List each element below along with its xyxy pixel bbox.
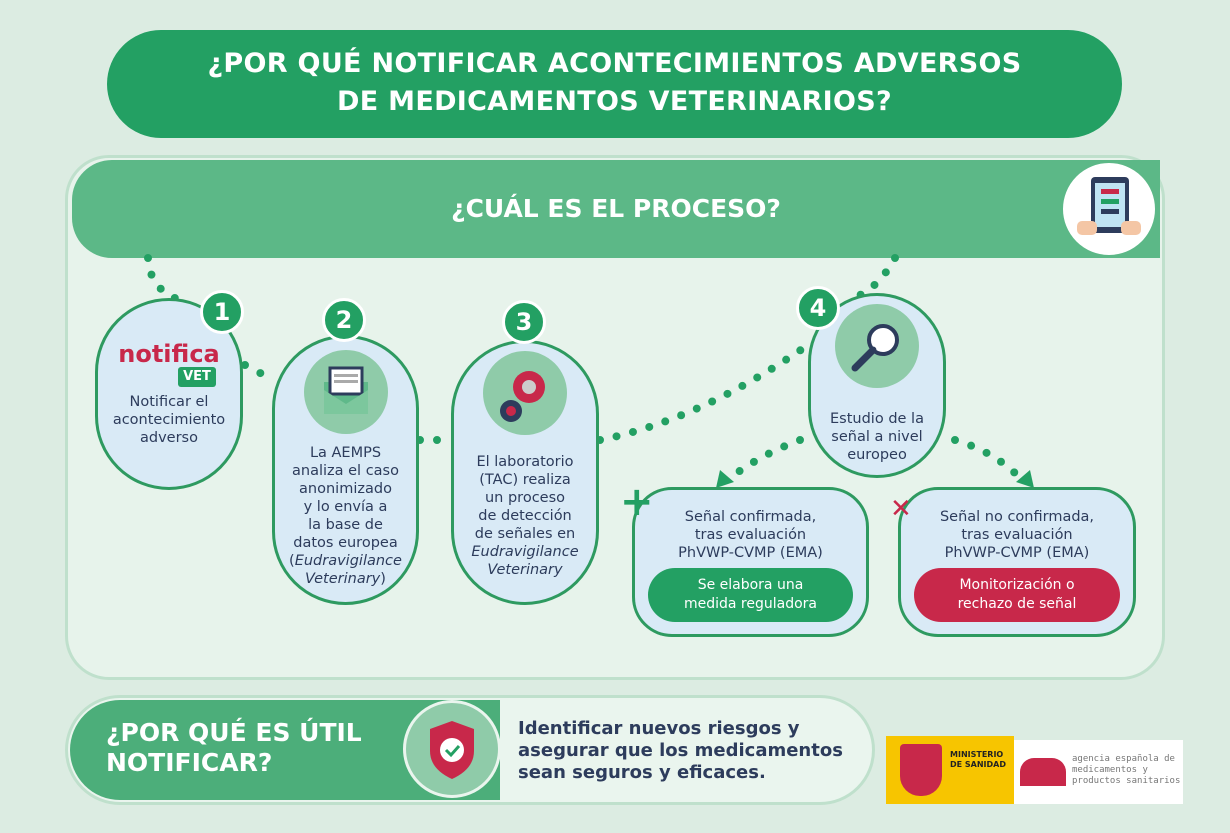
outcome-text: PhVWP-CVMP (EMA): [678, 545, 823, 561]
outcome-result-text: medida reguladora: [683, 596, 818, 612]
step-text: y lo envía a: [303, 499, 388, 515]
step-text-italic: Veterinary: [305, 571, 381, 587]
usefulness-heading-line: ¿POR QUÉ ES ÚTIL: [106, 718, 362, 747]
title-line-2: DE MEDICAMENTOS VETERINARIOS?: [337, 86, 892, 117]
outcome-result-text: Monitorización o: [959, 577, 1075, 593]
outcome-confirmed-card: Señal confirmada, tras evaluación PhVWP-…: [632, 487, 869, 637]
logo-text: DE SANIDAD: [950, 760, 1006, 769]
step-text-italic: Eudravigilance: [471, 544, 579, 560]
aemps-logo: agencia española de medicamentos y produ…: [1014, 740, 1183, 804]
usefulness-text: Identificar nuevos riesgos y asegurar qu…: [518, 718, 843, 784]
step-4-badge: 4: [796, 286, 840, 330]
coat-of-arms-icon: [900, 744, 942, 796]
tablet-flowchart-icon: [1060, 160, 1158, 258]
usefulness-line: Identificar nuevos riesgos y: [518, 718, 800, 739]
paren: ): [380, 571, 386, 587]
outcome-result-text: Se elabora una: [697, 577, 804, 593]
step-text: señal a nivel: [831, 429, 923, 445]
step-text: acontecimiento: [112, 412, 226, 428]
monitoring-rejection-label: Monitorización o rechazo de señal: [914, 568, 1120, 622]
title-line-1: ¿POR QUÉ NOTIFICAR ACONTECIMIENTOS ADVER…: [207, 48, 1022, 79]
outcome-result-text: rechazo de señal: [957, 596, 1077, 612]
outcome-text: Señal no confirmada,: [939, 509, 1095, 525]
step-3-badge: 3: [502, 300, 546, 344]
plus-icon: +: [620, 479, 654, 525]
notifica-vet-logo: notifica VET: [98, 341, 240, 393]
step-text: analiza el caso: [292, 463, 399, 479]
step-text: adverso: [140, 430, 198, 446]
step-text: (TAC) realiza: [479, 472, 571, 488]
step-text: la base de: [308, 517, 383, 533]
usefulness-heading-line: NOTIFICAR?: [106, 748, 273, 777]
logo-text: medicamentos y: [1072, 765, 1148, 775]
step-text: anonimizado: [299, 481, 392, 497]
gears-icon: [483, 351, 567, 435]
step-text: de detección: [478, 508, 572, 524]
step-2-badge: 2: [322, 298, 366, 342]
ministerio-sanidad-logo: MINISTERIO DE SANIDAD: [886, 736, 1014, 804]
logo-text: agencia española de: [1072, 754, 1175, 764]
step-text: Notificar el: [129, 394, 209, 410]
step-text: El laboratorio: [476, 454, 574, 470]
step-text-italic: Veterinary: [487, 562, 563, 578]
step-text: un proceso: [484, 490, 566, 506]
outcome-not-confirmed-card: Señal no confirmada, tras evaluación PhV…: [898, 487, 1136, 637]
cross-icon: ✕: [890, 494, 912, 524]
step-text: Estudio de la: [830, 411, 924, 427]
step-text: datos europea: [293, 535, 398, 551]
outcome-text: tras evaluación: [694, 527, 807, 543]
step-text: de señales en: [474, 526, 576, 542]
shield-check-icon: [403, 700, 501, 798]
usefulness-line: sean seguros y eficaces.: [518, 762, 766, 783]
outcome-text: Señal confirmada,: [684, 509, 817, 525]
aemps-mark-icon: [1020, 758, 1066, 786]
envelope-icon: [303, 350, 388, 434]
outcome-text: PhVWP-CVMP (EMA): [944, 545, 1090, 561]
step-2-card: La AEMPS analiza el caso anonimizado y l…: [272, 335, 419, 605]
main-title: ¿POR QUÉ NOTIFICAR ACONTECIMIENTOS ADVER…: [107, 30, 1122, 138]
step-text-italic: Eudravigilance: [294, 553, 402, 569]
paren: (: [289, 553, 295, 569]
step-text: La AEMPS: [309, 445, 382, 461]
magnifier-icon: [835, 304, 919, 388]
step-1-badge: 1: [200, 290, 244, 334]
regulatory-measure-label: Se elabora una medida reguladora: [648, 568, 853, 622]
outcome-text: tras evaluación: [961, 527, 1073, 543]
logo-text: productos sanitarios: [1072, 776, 1181, 786]
logo-text: MINISTERIO: [950, 750, 1004, 759]
step-text: europeo: [847, 447, 907, 463]
usefulness-line: asegurar que los medicamentos: [518, 740, 843, 761]
step-3-card: El laboratorio (TAC) realiza un proceso …: [451, 340, 599, 605]
process-heading: ¿CUÁL ES EL PROCESO?: [72, 160, 1160, 258]
